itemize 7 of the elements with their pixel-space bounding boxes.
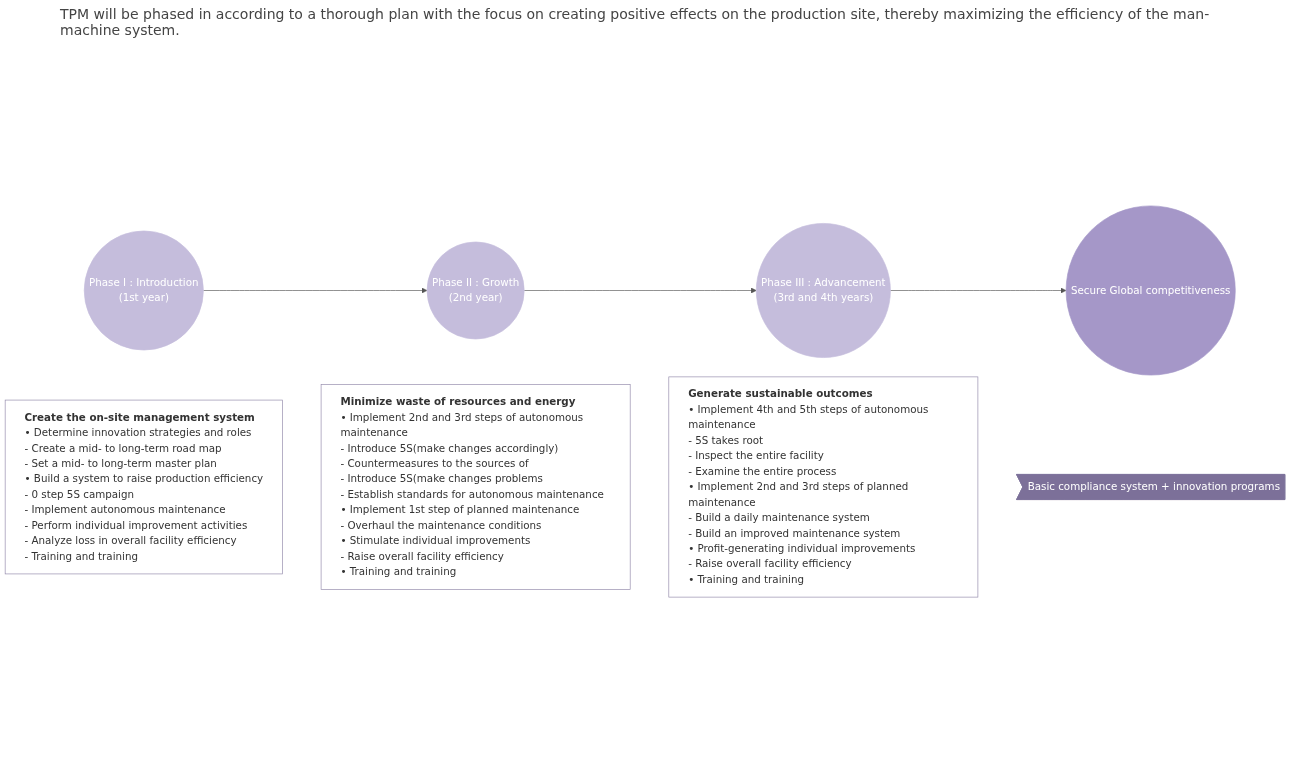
node-circle: Phase I : Introduction (1st year) [83, 230, 204, 351]
node-circle: Phase II : Growth (2nd year) [426, 241, 525, 340]
node-box: Create the on-site management system • Determine innovation strategies and roles - Create a mid- to long-term road map - Set a mid- to long-term master plan • Build a system to raise production efficiency - 0 step 5S campaign - Implement autonomous maintenance - Perform individual improvement activities - Analyze loss in overall facility efficiency - Training and training [4, 399, 283, 575]
node-box: Generate sustainable outcomes • Implement 4th and 5th steps of autonomous maintenance - 5S takes root - Inspect the entire facility - Examine the entire process • Implement 2nd and 3rd steps of planned maintenance - Build a daily maintenance system - Build an improved maintenance system • Profit-generating individual improvements - Raise overall facility efficiency • Training and training [668, 376, 979, 598]
node-circle: Secure Global competitiveness [1065, 205, 1236, 376]
node-box: Minimize waste of resources and energy • Implement 2nd and 3rd steps of autonomous maintenance - Introduce 5S(make changes accordingly) - Countermeasures to the sources of - Introduce 5S(make changes problems - Establish standards for autonomous maintenance • Implement 1st step of planned maintenance - Overhaul the maintenance conditions • Stimulate individual improvements - Raise overall facility efficiency • Training and training [320, 384, 631, 590]
intro-text: TPM will be phased in according to a thorough plan with the focus on creating positive effects on the production site, thereby maximizing the efficiency of the man-machine system. [60, 6, 1211, 38]
